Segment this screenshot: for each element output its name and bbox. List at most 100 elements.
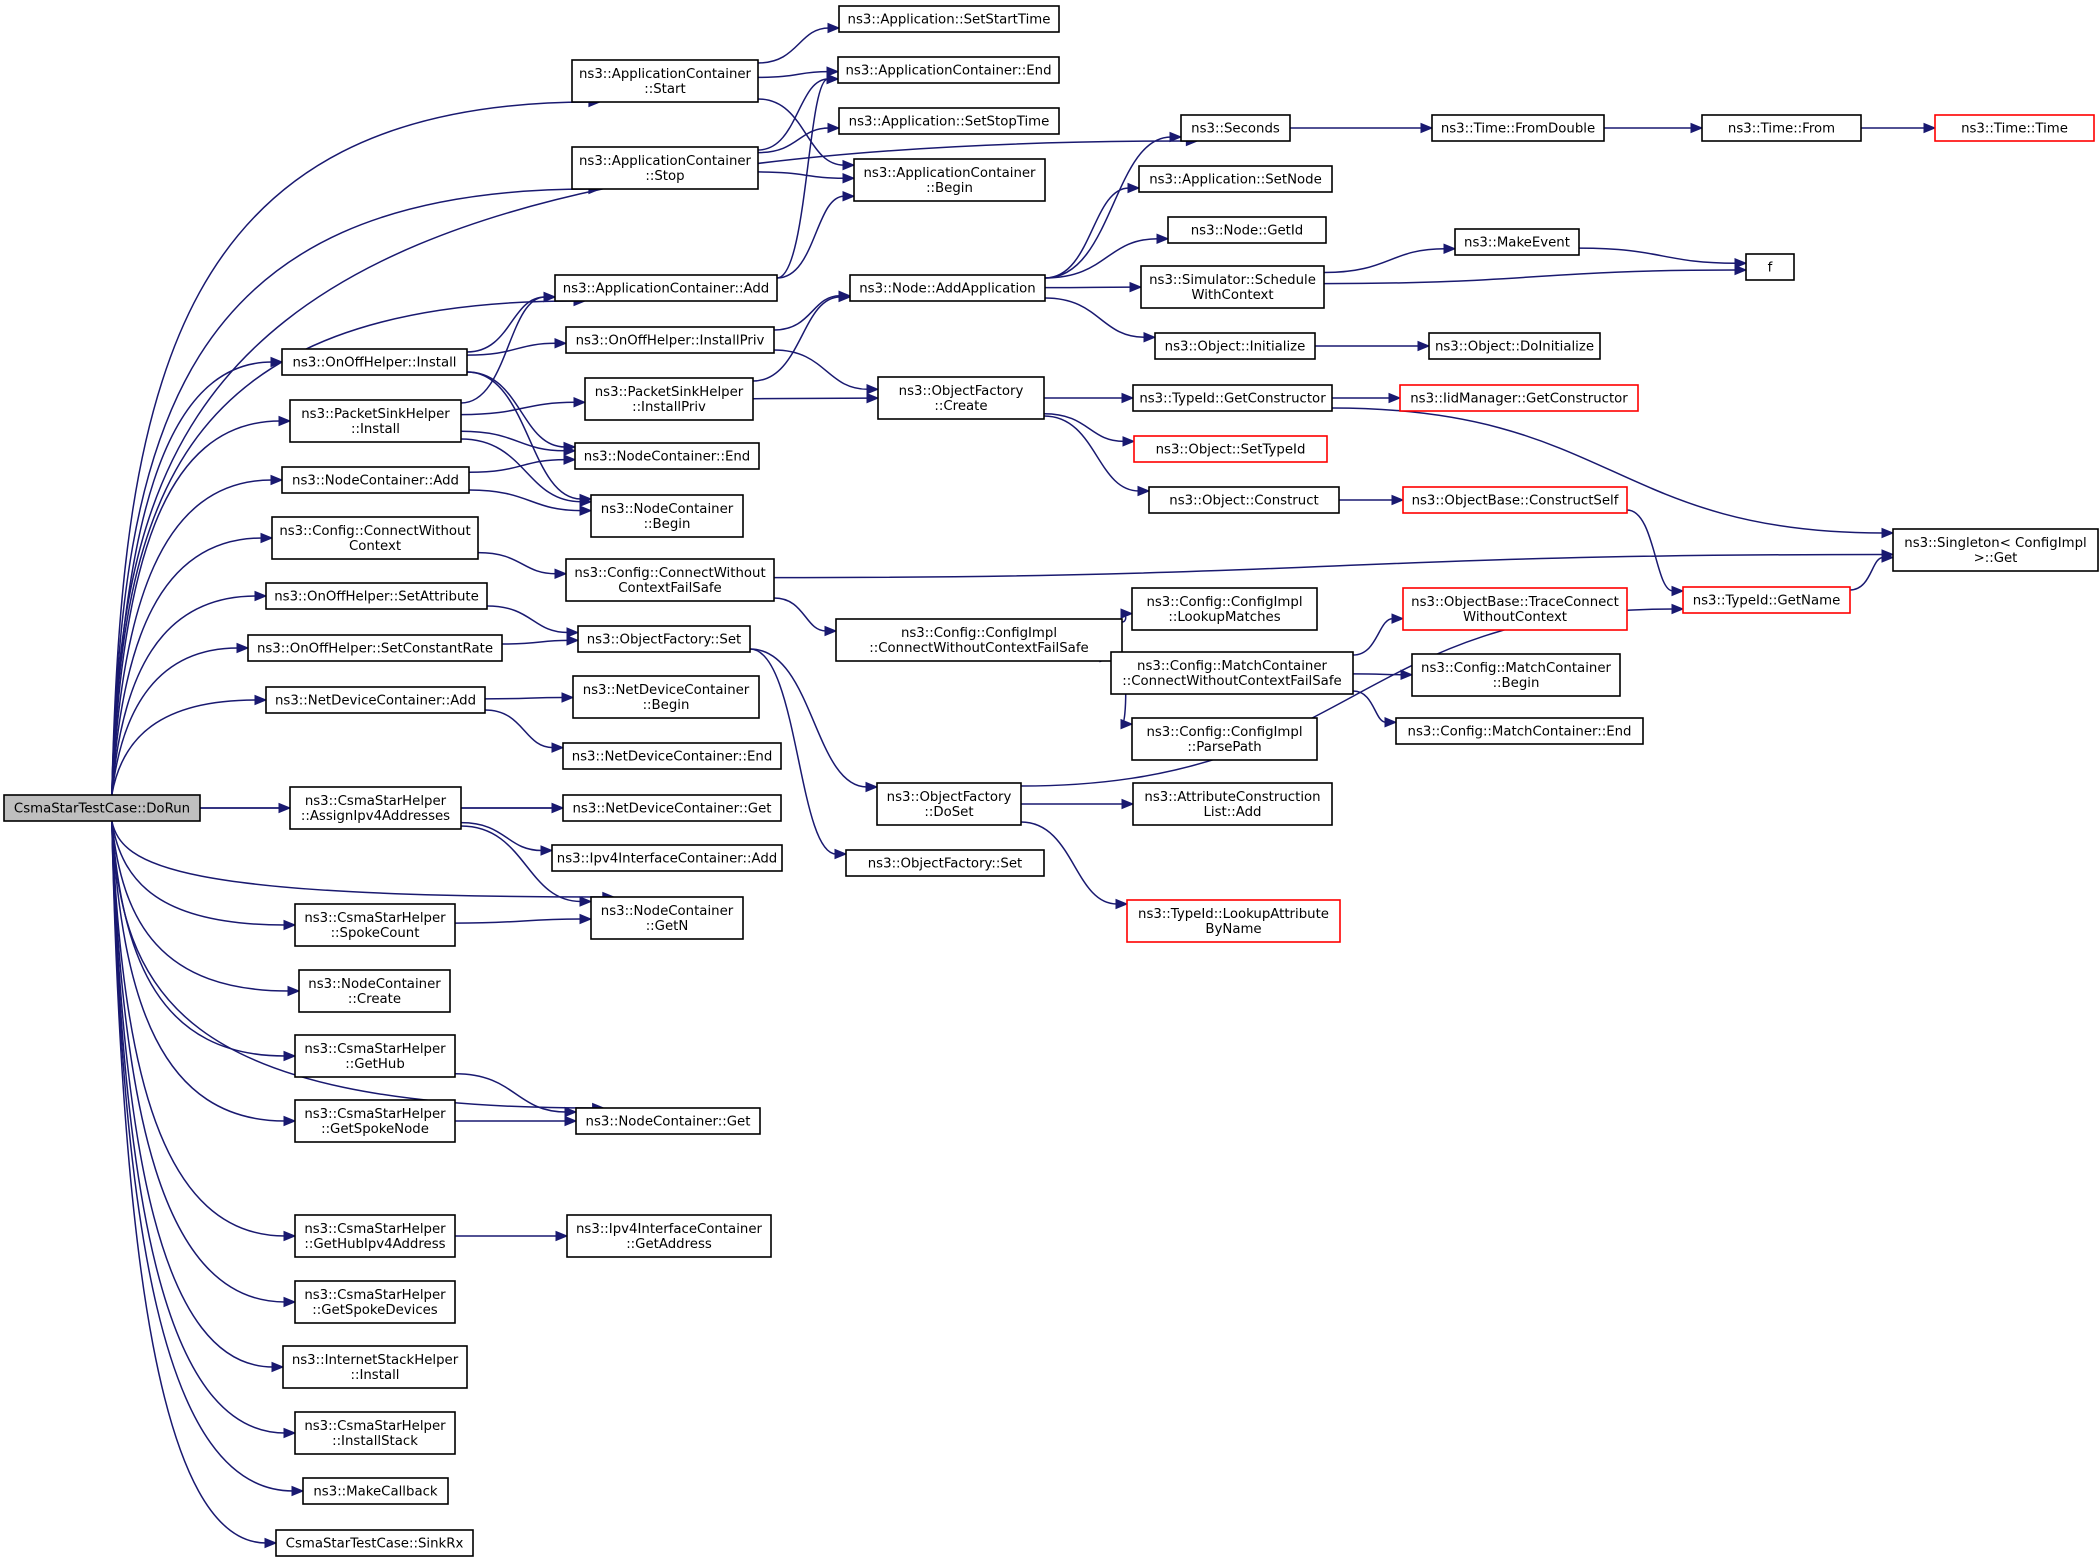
node-label: ByName xyxy=(1205,922,1261,937)
function-node[interactable]: ns3::NetDeviceContainer::Add xyxy=(265,686,486,714)
node-label: ns3::CsmaStarHelper xyxy=(304,1107,446,1122)
function-node[interactable]: CsmaStarTestCase::SinkRx xyxy=(275,1529,474,1557)
function-node[interactable]: ns3::Object::SetTypeId xyxy=(1133,435,1328,463)
node-label: ::GetHub xyxy=(345,1057,405,1072)
function-node[interactable]: ns3::OnOffHelper::SetConstantRate xyxy=(247,634,503,662)
function-node[interactable]: ns3::ObjectFactory::Set xyxy=(577,625,751,653)
function-node[interactable]: ns3::IidManager::GetConstructor xyxy=(1399,384,1639,412)
arrowhead-icon xyxy=(543,291,557,303)
call-edge xyxy=(757,66,840,79)
function-node[interactable]: ns3::CsmaStarHelper::GetHub xyxy=(294,1034,456,1078)
function-node[interactable]: ns3::Application::SetStopTime xyxy=(838,107,1060,135)
function-node[interactable]: ns3::ApplicationContainer::Start xyxy=(571,59,759,103)
arrowhead-icon xyxy=(834,848,848,860)
node-box xyxy=(565,326,775,354)
node-label: ns3::NetDeviceContainer::Add xyxy=(275,694,476,709)
function-node[interactable]: ns3::Application::SetNode xyxy=(1138,165,1333,193)
function-node[interactable]: ns3::ApplicationContainer::End xyxy=(837,56,1060,84)
node-box xyxy=(1140,265,1325,309)
function-node[interactable]: ns3::Object::Construct xyxy=(1148,486,1340,514)
function-node[interactable]: ns3::TypeId::GetName xyxy=(1682,586,1851,614)
function-node[interactable]: ns3::CsmaStarHelper::GetHubIpv4Address xyxy=(294,1214,456,1258)
function-node[interactable]: ns3::ObjectBase::ConstructSelf xyxy=(1402,486,1628,514)
node-box xyxy=(1454,228,1580,256)
function-node[interactable]: ns3::Time::FromDouble xyxy=(1431,114,1605,142)
function-node[interactable]: ns3::ApplicationContainer::Begin xyxy=(853,158,1046,202)
function-node[interactable]: ns3::Config::ConnectWithoutContextFailSa… xyxy=(565,558,775,602)
node-label: ::Start xyxy=(644,82,685,97)
function-node[interactable]: ns3::Config::MatchContainer::End xyxy=(1395,717,1644,745)
function-node[interactable]: ns3::Config::ConfigImpl::ParsePath xyxy=(1131,717,1318,761)
edge-line xyxy=(1578,247,1737,264)
function-node[interactable]: ns3::Time::From xyxy=(1701,114,1862,142)
function-node[interactable]: ns3::ApplicationContainer::Stop xyxy=(571,146,759,190)
function-node[interactable]: ns3::Config::ConfigImpl::LookupMatches xyxy=(1131,587,1318,631)
function-node[interactable]: ns3::PacketSinkHelper::Install xyxy=(289,399,462,443)
function-node[interactable]: ns3::MakeEvent xyxy=(1454,228,1580,256)
function-node[interactable]: ns3::NodeContainer::Begin xyxy=(590,494,744,538)
function-node[interactable]: ns3::Ipv4InterfaceContainer::GetAddress xyxy=(566,1214,772,1258)
function-node[interactable]: ns3::Node::GetId xyxy=(1167,216,1327,244)
function-node[interactable]: ns3::PacketSinkHelper::InstallPriv xyxy=(584,377,754,421)
function-node[interactable]: ns3::ObjectFactory::Set xyxy=(845,849,1045,877)
function-node[interactable]: ns3::OnOffHelper::SetAttribute xyxy=(265,582,488,610)
call-edge xyxy=(111,820,301,997)
arrowhead-icon xyxy=(1420,122,1434,134)
arrowhead-icon xyxy=(236,642,250,654)
call-edge xyxy=(757,22,841,64)
function-node[interactable]: ns3::ObjectFactory::Create xyxy=(877,376,1045,420)
function-node[interactable]: ns3::Ipv4InterfaceContainer::Add xyxy=(551,844,783,872)
function-node[interactable]: ns3::Node::AddApplication xyxy=(849,274,1046,302)
function-node[interactable]: ns3::NodeContainer::Get xyxy=(575,1107,761,1135)
node-label: ::GetSpokeDevices xyxy=(312,1303,438,1318)
node-box xyxy=(1402,486,1628,514)
arrowhead-icon xyxy=(827,122,841,134)
function-node[interactable]: ns3::Config::MatchContainer::ConnectWith… xyxy=(1110,651,1354,695)
function-node[interactable]: ns3::InternetStackHelper::Install xyxy=(282,1345,468,1389)
function-node[interactable]: ns3::Application::SetStartTime xyxy=(838,5,1060,33)
function-node[interactable]: ns3::Config::MatchContainer::Begin xyxy=(1411,653,1621,697)
function-node[interactable]: ns3::NodeContainer::Add xyxy=(281,466,470,494)
node-box xyxy=(849,274,1046,302)
function-node[interactable]: ns3::NetDeviceContainer::Begin xyxy=(572,675,760,719)
call-edge xyxy=(111,356,284,796)
function-node[interactable]: f xyxy=(1745,253,1795,281)
edge-line xyxy=(111,361,273,796)
function-node[interactable]: ns3::Config::ConfigImpl::ConnectWithoutC… xyxy=(835,618,1123,662)
function-node[interactable]: ns3::NodeContainer::GetN xyxy=(590,896,744,940)
function-node[interactable]: ns3::NodeContainer::Create xyxy=(298,969,451,1013)
function-node[interactable]: ns3::MakeCallback xyxy=(302,1477,449,1505)
arrowhead-icon xyxy=(1121,392,1135,404)
node-label: ns3::IidManager::GetConstructor xyxy=(1410,392,1628,407)
function-node[interactable]: ns3::Config::ConnectWithoutContext xyxy=(271,516,479,560)
function-node[interactable]: ns3::ObjectFactory::DoSet xyxy=(876,782,1022,826)
function-node[interactable]: ns3::CsmaStarHelper::InstallStack xyxy=(294,1411,456,1455)
function-node[interactable]: ns3::OnOffHelper::Install xyxy=(281,348,468,376)
function-node[interactable]: ns3::Singleton< ConfigImpl>::Get xyxy=(1892,528,2099,572)
node-label: ns3::Ipv4InterfaceContainer::Add xyxy=(557,852,777,867)
function-node[interactable]: ns3::TypeId::GetConstructor xyxy=(1132,384,1333,412)
edge-line xyxy=(111,595,257,796)
node-label: ns3::ObjectFactory xyxy=(887,790,1012,805)
function-node[interactable]: ns3::NetDeviceContainer::End xyxy=(562,742,782,770)
function-node[interactable]: ns3::CsmaStarHelper::GetSpokeNode xyxy=(294,1099,456,1143)
function-node[interactable]: ns3::NodeContainer::End xyxy=(574,442,760,470)
function-node[interactable]: ns3::Seconds xyxy=(1180,114,1291,142)
function-node[interactable]: ns3::Time::Time xyxy=(1934,114,2095,142)
node-label: ::LookupMatches xyxy=(1168,610,1280,625)
function-node[interactable]: ns3::ApplicationContainer::Add xyxy=(554,274,778,302)
function-node[interactable]: ns3::OnOffHelper::InstallPriv xyxy=(565,326,775,354)
node-label: ns3::CsmaStarHelper xyxy=(304,1419,446,1434)
function-node[interactable]: ns3::CsmaStarHelper::SpokeCount xyxy=(294,903,456,947)
function-node[interactable]: ns3::NetDeviceContainer::Get xyxy=(562,794,782,822)
function-node[interactable]: ns3::Object::DoInitialize xyxy=(1428,332,1601,360)
function-node[interactable]: ns3::CsmaStarHelper::AssignIpv4Addresses xyxy=(289,786,462,830)
function-node[interactable]: ns3::CsmaStarHelper::GetSpokeDevices xyxy=(294,1280,456,1324)
function-node[interactable]: ns3::Object::Initialize xyxy=(1154,332,1316,360)
node-label: ns3::AttributeConstruction xyxy=(1144,790,1320,805)
node-label: ns3::ApplicationContainer::End xyxy=(845,64,1051,79)
function-node[interactable]: ns3::ObjectBase::TraceConnectWithoutCont… xyxy=(1402,587,1628,631)
